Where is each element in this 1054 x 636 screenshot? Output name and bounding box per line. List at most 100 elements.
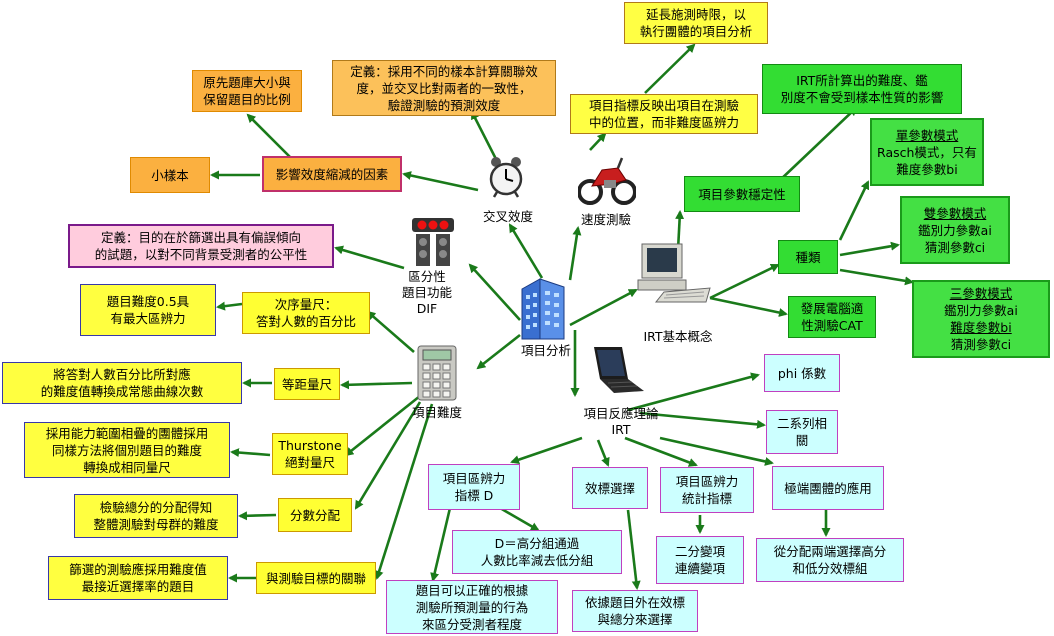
thurstone-desc-line2: 同樣方法將個別題目的難度 [51,442,202,458]
correct-prediction-box: 題目可以正確的根據 測驗所預測量的行為 來區分受測者程度 [386,580,558,634]
disc-stat-line2: 統計指標 [681,491,732,506]
interval-text: 等距量尺 [281,376,332,392]
extreme-groups-box: 極端團體的應用 [772,466,884,510]
two-param-line2: 鑑別力參數ai [918,222,992,238]
d-formula-box: D＝高分組通過 人數比率減去低分組 [452,530,622,574]
irt-label-line1: 項目反應理論 [583,406,659,421]
center-label: 項目分析 [520,343,571,358]
dif-label-line3: DIF [416,301,438,316]
thurstone-desc-line3: 轉換成相同量尺 [83,459,171,475]
three-parameter-model-box: 三參數模式 鑑別力參數ai 難度參數bi 猜測參數ci [912,280,1050,358]
difficulty-label: 項目難度 [411,405,462,420]
speed-index-box: 項目指標反映出項目在測驗 中的位置，而非難度區辨力 [570,94,758,134]
high-low-line1: 從分配兩端選擇高分 [773,544,887,559]
speed-test-label: 速度測驗 [580,212,631,227]
high-low-line2: 和低分效標組 [792,561,868,576]
normal-curve-line1: 將答對人數百分比所對應 [53,367,191,382]
thurstone-scale-box: Thurstone 絕對量尺 [272,433,348,475]
item-parameter-stability-box: 項目參數穩定性 [684,176,800,212]
cross-def-line3: 驗證測驗的預測效度 [387,97,501,113]
kinds-text: 種類 [795,249,821,265]
biserial-correlation-box: 二系列相關 [766,410,838,454]
speed-desc-line1: 項目指標反映出項目在測驗 [588,98,739,113]
cross-validity-label: 交叉效度 [482,209,533,224]
small-sample-text: 小樣本 [151,167,189,183]
two-parameter-model-box: 雙參數模式 鑑別力參數ai 猜測參數ci [900,196,1010,264]
score-dist-text: 分數分配 [289,507,340,523]
score-dist-desc-line2: 整體測驗對母群的難度 [93,517,219,532]
extreme-text: 極端團體的應用 [784,480,872,496]
irt-basic-label: IRT基本概念 [643,329,713,344]
correct-predict-line1: 題目可以正確的根據 [415,582,529,598]
cat-box: 發展電腦適 性測驗CAT [788,296,876,338]
d-formula-line1: D＝高分組通過 [494,536,580,551]
score-dist-desc-line1: 檢驗總分的分配得知 [99,500,213,515]
kinds-box: 種類 [778,240,838,274]
irt-stable-line2: 別度不會受到樣本性質的影響 [780,90,944,105]
dif-label-line1: 區分性 [408,269,446,284]
discrimination-d-box: 項目區辨力 指標 D [428,464,520,510]
criterion-text: 效標選擇 [584,480,635,496]
normal-curve-line2: 的難度值轉換成常態曲線次數 [40,384,204,399]
orig-sample-box: 原先題庫大小與 保留題目的比例 [192,70,302,112]
biserial-text: 二系列相關 [776,416,827,448]
speed-desc-line2: 中的位置，而非難度區辨力 [588,115,739,130]
disc-d-line2: 指標 D [454,488,494,503]
goal-relation-box: 與測驗目標的關聯 [256,562,376,594]
three-param-line2: 鑑別力參數ai [944,303,1018,318]
screen-line2: 最接近選擇率的題目 [81,579,195,594]
high-low-criterion-box: 從分配兩端選擇高分 和低分效標組 [756,538,904,582]
three-param-title: 三參數模式 [949,286,1013,301]
computer-icon [636,242,712,304]
dif-def-line1: 定義：目的在於篩選出具有偏誤傾向 [100,230,301,245]
d-formula-line2: 人數比率減去低分組 [480,553,594,568]
disc-d-line1: 項目區辨力 [442,471,506,486]
alarm-clock-icon [488,155,524,199]
irt-label: 項目反應理論 IRT [566,406,676,438]
thurstone-desc-box: 採用能力範圍相疊的團體採用 同樣方法將個別題目的難度 轉換成相同量尺 [24,422,230,478]
external-criterion-box: 依據題目外在效標 與總分來選擇 [572,590,698,632]
cross-def-line2: 度，並交叉比對兩者的一致性， [356,80,532,96]
three-param-line3: 難度參數bi [950,320,1012,335]
ordinal-line2: 答對人數的百分比 [255,314,356,329]
two-param-title: 雙參數模式 [923,205,987,221]
external-line1: 依據題目外在效標 [584,595,685,610]
cross-def-line1: 定義：採用不同的樣本計算關聯效 [350,63,538,79]
connector-arrows [210,43,914,590]
best-disc-line1: 題目難度0.5具 [106,294,190,309]
screen-line1: 篩選的測驗應採用難度值 [69,562,207,577]
disc-stat-line1: 項目區辨力 [675,474,739,489]
shrinkage-factors-box: 影響效度縮減的因素 [262,156,402,192]
phi-coefficient-box: phi 係數 [764,354,840,392]
score-distribution-box: 分數分配 [278,498,352,532]
traffic-light-icon [410,216,456,268]
dichotomous-line1: 二分變項 [674,544,725,559]
thurstone-desc-line1: 採用能力範圍相疊的團體採用 [45,425,209,441]
laptop-icon [588,345,646,397]
dichotomous-line2: 連續變項 [674,561,725,576]
discrimination-stats-box: 項目區辨力 統計指標 [660,467,754,513]
best-disc-line2: 有最大區辨力 [110,311,186,326]
extend-time-line2: 執行團體的項目分析 [639,24,753,39]
three-param-line4: 猜測參數ci [950,337,1012,352]
motorcycle-icon [577,150,637,208]
cross-definition-box: 定義：採用不同的樣本計算關聯效 度，並交叉比對兩者的一致性， 驗證測驗的預測效度 [332,60,556,116]
cat-line1: 發展電腦適 [800,301,864,316]
normal-curve-box: 將答對人數百分比所對應 的難度值轉換成常態曲線次數 [2,362,242,404]
calculator-icon [416,344,458,402]
two-param-line3: 猜測參數ci [924,239,986,255]
score-distribution-desc-box: 檢驗總分的分配得知 整體測驗對母群的難度 [74,494,238,538]
building-icon [518,275,568,341]
irt-stable-line1: IRT所計算出的難度、鑑 [796,73,928,88]
item-param-text: 項目參數穩定性 [698,186,786,202]
ordinal-scale-box: 次序量尺： 答對人數的百分比 [242,292,370,334]
dif-label-line2: 題目功能 [401,285,452,300]
one-parameter-model-box: 單參數模式 Rasch模式，只有 難度參數bi [870,118,984,186]
one-param-line3: 難度參數bi [896,161,958,177]
dif-def-line2: 的試題，以對不同背景受測者的公平性 [94,247,308,262]
criterion-selection-box: 效標選擇 [572,467,648,509]
extend-time-box: 延長施測時限，以 執行團體的項目分析 [624,2,768,44]
interval-scale-box: 等距量尺 [274,368,340,400]
thurstone-line2: 絕對量尺 [284,455,335,470]
screening-box: 篩選的測驗應採用難度值 最接近選擇率的題目 [48,556,228,600]
